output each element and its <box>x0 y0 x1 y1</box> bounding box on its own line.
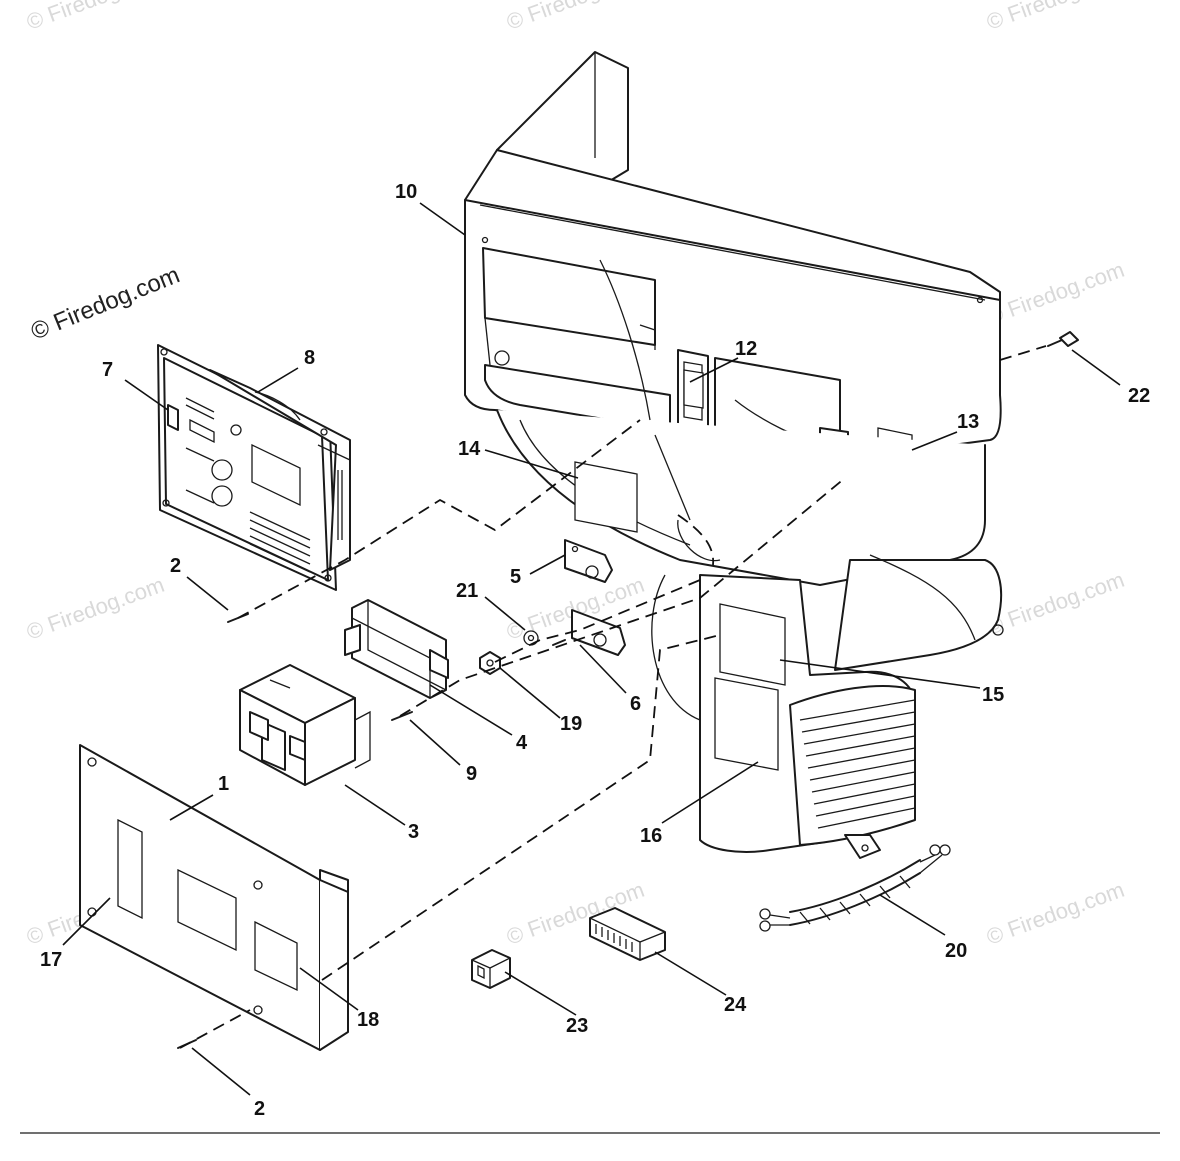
callout-10: 10 <box>395 181 417 203</box>
watermark-repeat: © Firedog.com <box>23 572 167 645</box>
bolt-22 <box>1047 331 1079 347</box>
watermark-repeat: © Firedog.com <box>983 567 1127 640</box>
watermark-repeat: © Firedog.com <box>983 877 1127 950</box>
callout-2b: 2 <box>254 1098 265 1120</box>
callout-4: 4 <box>516 732 528 754</box>
control-panel-housing <box>464 51 1004 859</box>
screw-9 <box>391 711 413 721</box>
callout-7: 7 <box>102 359 113 381</box>
callout-9: 9 <box>466 763 477 785</box>
bracket <box>344 599 449 699</box>
callout-18: 18 <box>357 1009 379 1031</box>
wire-harness <box>759 844 951 932</box>
callout-1: 1 <box>218 773 229 795</box>
cover-plate <box>79 744 349 1051</box>
callout-21: 21 <box>456 580 478 602</box>
callout-12: 12 <box>735 338 757 360</box>
callout-2a: 2 <box>170 555 181 577</box>
callout-20: 20 <box>945 940 967 962</box>
callout-24: 24 <box>724 994 747 1016</box>
connector-2-pin <box>471 949 511 989</box>
callout-19: 19 <box>560 713 582 735</box>
callout-22: 22 <box>1128 385 1150 407</box>
callout-6: 6 <box>630 693 641 715</box>
circuit-breaker <box>239 664 371 786</box>
controller-module <box>157 344 351 591</box>
callout-5: 5 <box>510 566 521 588</box>
connector-multi-pin <box>589 907 666 961</box>
callout-13: 13 <box>957 411 979 433</box>
callout-labels: 10 8 7 12 13 14 22 5 21 6 19 4 9 3 2 1 1… <box>40 181 1150 1120</box>
callout-16: 16 <box>640 825 662 847</box>
watermark-repeat: © Firedog.com <box>983 0 1127 35</box>
watermark-repeat: © Firedog.com <box>23 0 167 35</box>
callout-23: 23 <box>566 1015 588 1037</box>
terminal-lug-upper <box>564 539 613 583</box>
watermark-main: © Firedog.com <box>27 261 183 345</box>
leader-lines <box>62 202 1121 1096</box>
callout-3: 3 <box>408 821 419 843</box>
callout-14: 14 <box>458 438 481 460</box>
callout-17: 17 <box>40 949 62 971</box>
callout-8: 8 <box>304 347 315 369</box>
blower-grille-lines <box>799 699 916 829</box>
watermark-repeat: © Firedog.com <box>503 0 647 35</box>
assembly-dashed-lines <box>179 345 1047 1049</box>
fault-code-text-lines <box>185 447 311 573</box>
watermark-repeat: © Firedog.com <box>983 257 1127 330</box>
callout-15: 15 <box>982 684 1004 706</box>
